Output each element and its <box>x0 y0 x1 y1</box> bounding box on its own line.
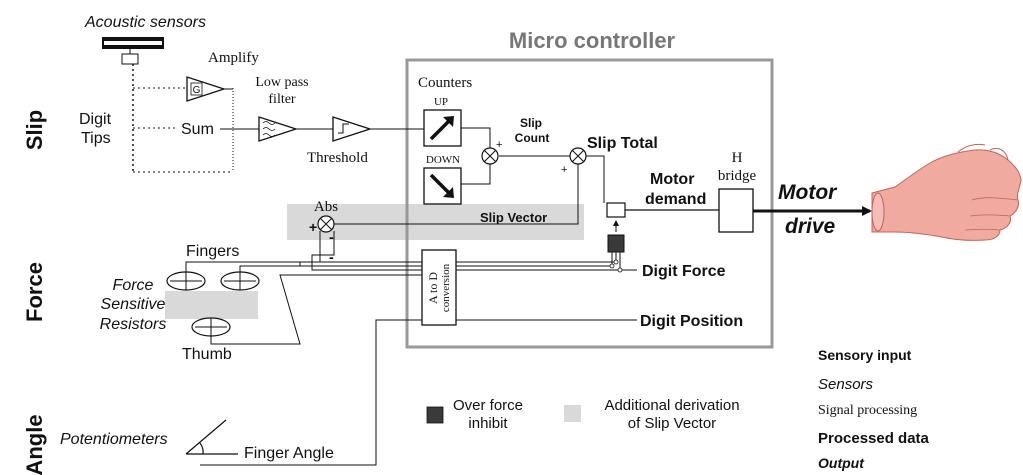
controller-title: Micro controller <box>509 28 676 53</box>
h-bridge-box <box>718 188 754 233</box>
digit-tips-label-line1: Digit <box>79 111 112 128</box>
threshold-label: Threshold <box>307 150 368 166</box>
abs-minus-sign: - <box>329 229 334 245</box>
abs-label: Abs <box>314 199 338 215</box>
thumb-label: Thumb <box>182 346 232 363</box>
counter-wires <box>461 127 605 204</box>
hand-illustration <box>871 143 1022 241</box>
fsr-label-line1: Force <box>113 277 154 294</box>
force-sensor-wires <box>185 261 422 345</box>
sum-label: Sum <box>181 121 214 138</box>
abs-minus-sign-lower: - <box>329 249 334 265</box>
motor-demand-node <box>606 202 626 218</box>
digit-tips-lines <box>133 87 234 173</box>
low-pass-filter-icon <box>258 116 299 142</box>
digit-force-taps <box>609 259 623 273</box>
legend-over-force-line2: inhibit <box>468 415 508 432</box>
slip-count-label-line1: Slip <box>520 116 542 130</box>
digit-force-bus <box>456 252 637 271</box>
up-arrow-icon <box>429 116 454 141</box>
counter-up-label: UP <box>434 96 448 108</box>
fingers-label: Fingers <box>186 243 239 260</box>
motor-demand-label-line1: Motor <box>650 171 694 188</box>
junction1-plus-sign: + <box>496 139 502 151</box>
legend-sensors: Sensors <box>818 376 874 393</box>
acoustic-sensors-label: Acoustic sensors <box>84 14 206 31</box>
legend-processed-data: Processed data <box>818 430 930 447</box>
junction2-plus-sign: + <box>561 164 567 176</box>
section-label-slip: Slip <box>22 110 47 150</box>
threshold-icon <box>332 116 373 142</box>
gain-amplifier-icon: G <box>186 76 227 102</box>
h-bridge-label-line2: bridge <box>718 168 757 184</box>
force-sensor-finger2-icon <box>220 271 260 291</box>
h-bridge-label-line1: H <box>732 150 743 166</box>
abs-plus-sign: + <box>309 219 317 235</box>
fsr-highlight <box>165 291 258 319</box>
section-label-force: Force <box>22 262 47 322</box>
slip-total-label: Slip Total <box>587 135 658 152</box>
digit-position-label: Digit Position <box>640 313 743 330</box>
acoustic-sensor-icon <box>102 37 164 65</box>
slip-vector-highlight <box>287 204 584 240</box>
fsr-label-line2: Sensitive <box>101 296 166 313</box>
angle-wire <box>200 319 422 466</box>
abs-junction <box>317 215 335 233</box>
slip-total-junction <box>569 147 587 165</box>
legend-additional-line1: Additional derivation <box>604 397 739 414</box>
counter-down-label: DOWN <box>426 154 460 166</box>
motor-drive-label-line2: drive <box>785 215 836 238</box>
legend-sensory-input: Sensory input <box>818 347 912 363</box>
digit-force-label: Digit Force <box>642 263 726 280</box>
legend-signal-processing: Signal processing <box>818 403 917 418</box>
section-label-angle: Angle <box>22 414 47 475</box>
legend-over-force-swatch <box>426 406 444 424</box>
legend-over-force-line1: Over force <box>453 397 523 414</box>
legend-additional-line2: of Slip Vector <box>628 415 716 432</box>
slip-count-junction <box>481 147 499 165</box>
motor-drive-label-line1: Motor <box>778 181 838 204</box>
gain-label: G <box>193 85 201 96</box>
amplify-label: Amplify <box>208 50 259 66</box>
slip-count-label-line2: Count <box>515 131 550 145</box>
low-pass-label-line2: filter <box>268 92 296 107</box>
micro-controller-box <box>405 58 774 349</box>
a-to-d-label-line1: A to D <box>426 272 440 304</box>
potentiometers-label: Potentiometers <box>60 431 168 448</box>
digit-tips-label-line2: Tips <box>81 130 111 147</box>
counter-down-box <box>423 167 462 205</box>
motor-demand-label-line2: demand <box>645 191 706 208</box>
slip-vector-label: Slip Vector <box>480 210 547 225</box>
force-sensor-finger1-icon <box>166 271 206 291</box>
over-force-inhibit-block <box>607 234 625 253</box>
a-to-d-label-line2: conversion <box>440 263 452 312</box>
down-arrow-icon <box>429 173 454 198</box>
finger-angle-label: Finger Angle <box>244 445 334 462</box>
potentiometer-icon <box>185 419 238 455</box>
a-to-d-box <box>421 249 457 326</box>
force-sensor-thumb-icon <box>191 317 231 337</box>
low-pass-label-line1: Low pass <box>255 75 308 90</box>
fsr-label-line3: Resistors <box>100 316 167 333</box>
legend-output: Output <box>818 455 865 471</box>
legend-additional-swatch <box>564 405 581 422</box>
counters-label: Counters <box>418 75 472 91</box>
